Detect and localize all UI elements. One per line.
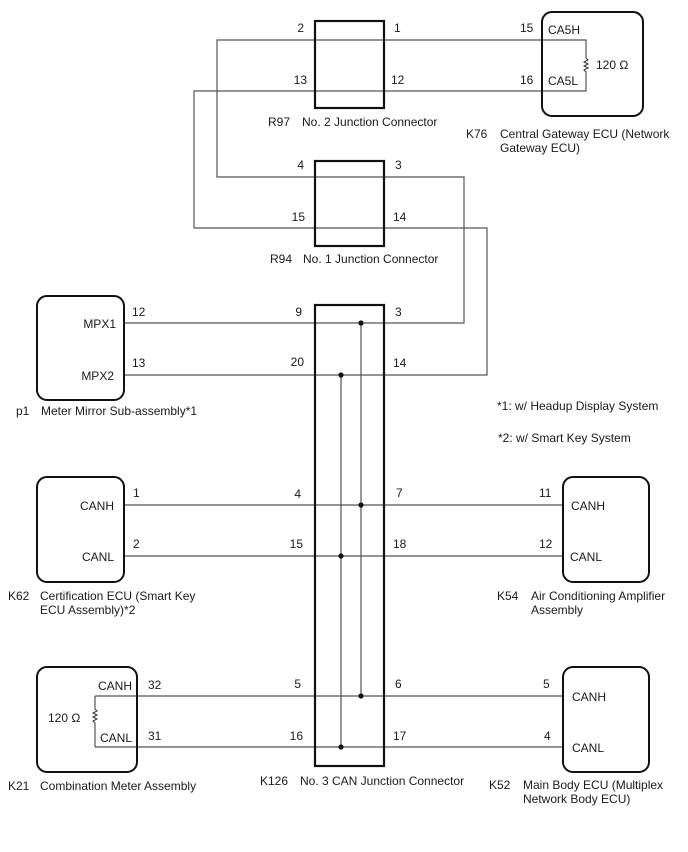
pin-label: 3	[395, 305, 402, 319]
pin-label: 5	[543, 677, 550, 691]
k76-ecu-box	[541, 11, 644, 117]
k52-sig-h: CANH	[572, 690, 606, 704]
k21-sig-h: CANH	[98, 679, 132, 693]
k126-can-junction-connector	[313, 303, 386, 768]
pin-label: 20	[291, 355, 305, 369]
pin-label: 15	[520, 21, 534, 35]
pin-label: 4	[297, 158, 304, 172]
k52-ecu-box	[562, 666, 650, 773]
r94-junction-connector	[313, 159, 386, 248]
k126-name: No. 3 CAN Junction Connector	[300, 774, 464, 788]
k62-sig-l: CANL	[82, 550, 114, 564]
pin-label: 15	[290, 537, 304, 551]
k21-name: Combination Meter Assembly	[40, 779, 196, 793]
k62-ecu-box	[36, 476, 125, 583]
k54-name-line2: Assembly	[531, 603, 583, 617]
pin-label: 5	[294, 677, 301, 691]
k21-resistor-icon	[91, 696, 99, 747]
k54-name-line1: Air Conditioning Amplifier	[531, 589, 665, 603]
junction-dot	[338, 744, 344, 750]
junction-dot	[358, 320, 364, 326]
pin-label: 9	[295, 305, 302, 319]
pin-label: 4	[544, 729, 551, 743]
k62-name-line1: Certification ECU (Smart Key	[40, 589, 195, 603]
junction-dot	[358, 693, 364, 699]
k54-sig-l: CANL	[570, 550, 602, 564]
p1-sig-2: MPX2	[81, 369, 114, 383]
pin-label: 12	[539, 537, 553, 551]
pin-label: 31	[148, 729, 162, 743]
pin-label: 6	[395, 677, 402, 691]
pin-label: 16	[290, 729, 304, 743]
k76-name-line2: Gateway ECU)	[500, 141, 580, 155]
pin-label: 17	[393, 729, 407, 743]
p1-sig-1: MPX1	[83, 317, 116, 331]
note-1: *1: w/ Headup Display System	[497, 399, 658, 413]
pin-label: 3	[395, 158, 402, 172]
k54-code: K54	[497, 589, 519, 603]
k76-resistor-value: 120 Ω	[596, 58, 628, 72]
pin-label: 2	[297, 21, 304, 35]
pin-label: 15	[292, 210, 306, 224]
wire-r97-13-r94-15	[193, 90, 315, 229]
pin-label: 32	[148, 678, 162, 692]
pin-label: 1	[394, 21, 401, 35]
k52-name-line1: Main Body ECU (Multiplex	[523, 778, 663, 792]
p1-name: Meter Mirror Sub-assembly*1	[41, 404, 197, 418]
p1-code: p1	[16, 404, 30, 418]
k52-sig-l: CANL	[572, 741, 604, 755]
pin-label: 18	[393, 537, 407, 551]
k76-code: K76	[466, 127, 488, 141]
pin-label: 13	[294, 73, 308, 87]
r97-junction-connector	[313, 19, 386, 110]
wire-r94-3-k126-3	[384, 176, 465, 324]
k126-code: K126	[260, 774, 288, 788]
k76-sig-l: CA5L	[548, 74, 578, 88]
pin-label: 12	[132, 305, 146, 319]
k21-code: K21	[8, 779, 30, 793]
junction-dot	[338, 372, 344, 378]
junction-dots	[338, 320, 364, 750]
pin-label: 11	[539, 486, 552, 500]
note-2: *2: w/ Smart Key System	[498, 431, 631, 445]
k76-name-line1: Central Gateway ECU (Network	[500, 127, 670, 141]
junction-dot	[338, 553, 344, 559]
k62-name-line2: ECU Assembly)*2	[40, 603, 136, 617]
pin-label: 1	[133, 486, 140, 500]
k76-resistor-icon	[582, 52, 590, 78]
wire-r94-14-k126-14	[384, 227, 488, 376]
pin-label: 14	[393, 356, 407, 370]
pin-label: 4	[294, 487, 301, 501]
r94-code: R94	[270, 252, 292, 266]
k21-resistor-value: 120 Ω	[48, 711, 80, 725]
pin-label: 16	[520, 73, 534, 87]
k21-ecu-box	[36, 666, 138, 773]
k62-code: K62	[8, 589, 30, 603]
pin-label: 7	[396, 486, 403, 500]
r94-name: No. 1 Junction Connector	[303, 252, 438, 266]
wire-r97-2-r94-4	[216, 39, 315, 178]
k52-code: K52	[489, 778, 511, 792]
k21-sig-l: CANL	[100, 731, 132, 745]
k52-name-line2: Network Body ECU)	[523, 792, 630, 806]
pin-label: 14	[393, 210, 407, 224]
k54-sig-h: CANH	[571, 499, 605, 513]
pin-label: 2	[133, 537, 140, 551]
k62-sig-h: CANH	[80, 499, 114, 513]
pin-label: 13	[132, 356, 146, 370]
wire-r97-12-k76-ca5l	[384, 78, 587, 92]
k76-sig-h: CA5H	[548, 23, 580, 37]
r97-name: No. 2 Junction Connector	[302, 115, 437, 129]
k54-ecu-box	[562, 476, 650, 583]
p1-ecu-box	[36, 295, 125, 401]
junction-dot	[358, 502, 364, 508]
r97-code: R97	[268, 115, 290, 129]
wire-r97-1-k76-ca5h	[384, 39, 587, 52]
pin-label: 12	[391, 73, 405, 87]
